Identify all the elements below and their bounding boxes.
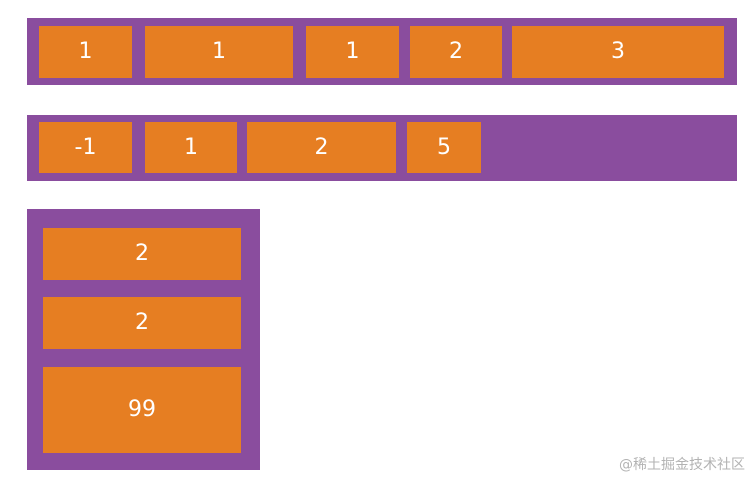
flex-column-container: 2 2 99 bbox=[27, 209, 260, 470]
flex-item: 2 bbox=[43, 297, 241, 349]
flex-item: 3 bbox=[512, 26, 724, 78]
flex-item: 2 bbox=[247, 122, 396, 173]
flex-item-label: 2 bbox=[449, 39, 463, 64]
flex-item-label: 99 bbox=[128, 397, 156, 422]
flex-row-container-2: -1 1 2 5 bbox=[27, 115, 737, 181]
flex-item-label: 2 bbox=[135, 241, 149, 266]
watermark: @稀土掘金技术社区 bbox=[619, 457, 745, 473]
flex-item: 1 bbox=[145, 26, 293, 78]
flex-item-label: 1 bbox=[212, 39, 226, 64]
flex-item-label: 1 bbox=[184, 134, 198, 160]
flex-item: 2 bbox=[410, 26, 502, 78]
flex-item-label: 5 bbox=[437, 134, 451, 160]
flex-item-label: 1 bbox=[345, 39, 360, 64]
flex-item-label: 3 bbox=[611, 39, 625, 64]
flex-item: 2 bbox=[43, 228, 241, 280]
flex-item: 99 bbox=[43, 367, 241, 453]
flex-item: -1 bbox=[39, 122, 132, 173]
flex-item: 1 bbox=[145, 122, 237, 173]
flex-item: 1 bbox=[39, 26, 132, 78]
flex-item: 5 bbox=[407, 122, 481, 173]
flex-item: 1 bbox=[306, 26, 399, 78]
flex-item-label: 2 bbox=[314, 134, 329, 160]
flex-row-container-1: 1 1 1 2 3 bbox=[27, 18, 737, 85]
flex-item-label: -1 bbox=[74, 134, 97, 160]
flex-item-label: 2 bbox=[135, 310, 149, 335]
flex-item-label: 1 bbox=[78, 39, 93, 64]
